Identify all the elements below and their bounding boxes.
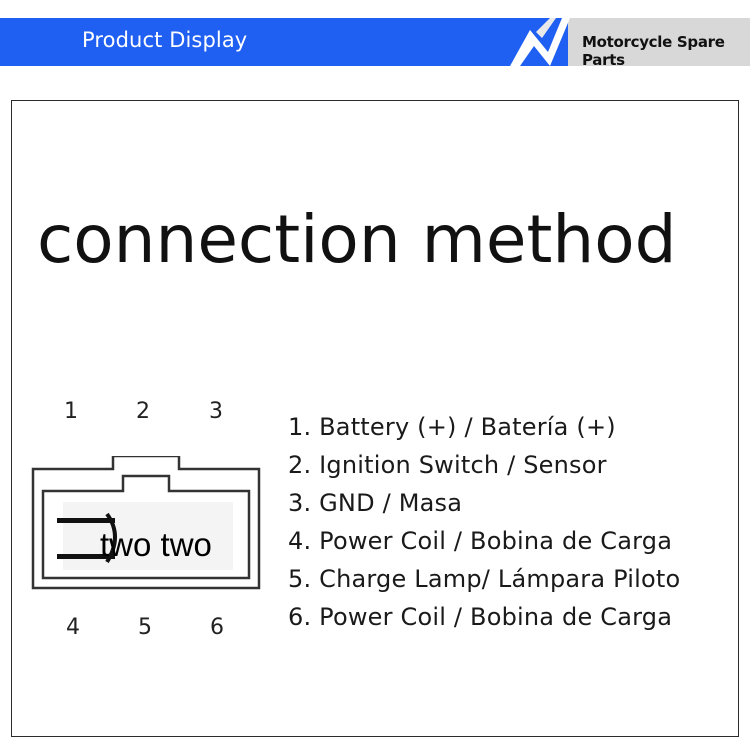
legend-item: 3. GND / Masa: [288, 489, 463, 517]
legend-item: 5. Charge Lamp/ Lámpara Piloto: [288, 565, 681, 593]
pin-number-4: 4: [66, 615, 80, 640]
header-banner: Product Display Motorcycle Spare Parts: [0, 18, 750, 69]
header-grey-panel: [568, 18, 750, 66]
pin-number-1: 1: [64, 399, 78, 424]
legend-item: 6. Power Coil / Bobina de Carga: [288, 603, 673, 631]
connector-diagram: [31, 456, 261, 590]
legend-item: 4. Power Coil / Bobina de Carga: [288, 527, 673, 555]
diagram-title: connection method: [37, 201, 677, 278]
legend-item: 2. Ignition Switch / Sensor: [288, 451, 607, 479]
connector-overlay-text: two two: [100, 526, 212, 563]
pin-number-2: 2: [136, 399, 150, 424]
pin-number-6: 6: [210, 615, 224, 640]
pin-legend: 1. Battery (+) / Batería (+) 2. Ignition…: [288, 408, 680, 636]
pin-number-5: 5: [138, 615, 152, 640]
pin-number-3: 3: [209, 399, 223, 424]
diagram-frame: connection method 1 2 3 two two 4 5 6 1.…: [11, 100, 739, 737]
legend-item: 1. Battery (+) / Batería (+): [288, 413, 616, 441]
brand-logo-icon: [510, 18, 570, 66]
header-subtitle: Motorcycle Spare Parts: [582, 33, 725, 69]
header-title: Product Display: [82, 28, 248, 52]
